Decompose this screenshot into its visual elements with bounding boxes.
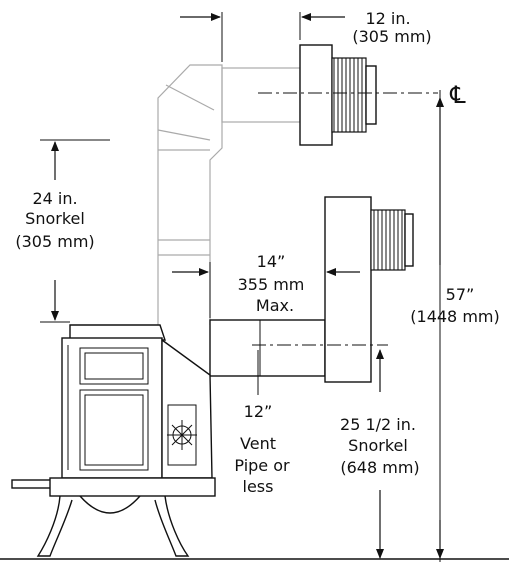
snorkel-25-label: 25 1/2 in. Snorkel (648 mm) <box>340 415 420 477</box>
ghost-snorkel-pipe <box>139 64 223 341</box>
star-ornament-icon <box>167 420 197 450</box>
stove <box>11 324 216 557</box>
upper-termination <box>221 44 377 146</box>
offset-label: 12 in. (305 mm) <box>352 9 431 46</box>
svg-text:(305 mm): (305 mm) <box>15 232 94 251</box>
snorkel-24-dimension <box>40 139 110 323</box>
svg-text:(305 mm): (305 mm) <box>352 27 431 46</box>
max-14-label: 14” 355 mm Max. <box>238 252 305 315</box>
svg-text:12 in.: 12 in. <box>365 9 410 28</box>
centerline-symbol: ℄ <box>449 81 466 109</box>
svg-text:57”: 57” <box>446 285 475 304</box>
vent-pipe-label: 12” Vent Pipe or less <box>234 402 290 496</box>
svg-text:12”: 12” <box>244 402 273 421</box>
lower-termination <box>209 196 414 383</box>
svg-text:Max.: Max. <box>256 296 294 315</box>
svg-text:Vent: Vent <box>240 434 276 453</box>
offset-dimension-arrows <box>180 12 345 62</box>
svg-text:25 1/2 in.: 25 1/2 in. <box>340 415 416 434</box>
svg-text:24 in.: 24 in. <box>32 189 77 208</box>
snorkel-24-label: 24 in. Snorkel (305 mm) <box>15 189 94 251</box>
max-14-dimension <box>172 262 360 318</box>
svg-text:(1448 mm): (1448 mm) <box>410 307 499 326</box>
height-57-label: 57” (1448 mm) <box>410 285 499 326</box>
svg-text:less: less <box>243 477 274 496</box>
svg-text:Pipe or: Pipe or <box>234 456 290 475</box>
centerlines <box>252 92 438 346</box>
svg-text:Snorkel: Snorkel <box>25 209 85 228</box>
svg-text:14”: 14” <box>257 252 286 271</box>
svg-text:355 mm: 355 mm <box>238 275 305 294</box>
svg-text:Snorkel: Snorkel <box>348 436 408 455</box>
svg-text:(648 mm): (648 mm) <box>340 458 419 477</box>
